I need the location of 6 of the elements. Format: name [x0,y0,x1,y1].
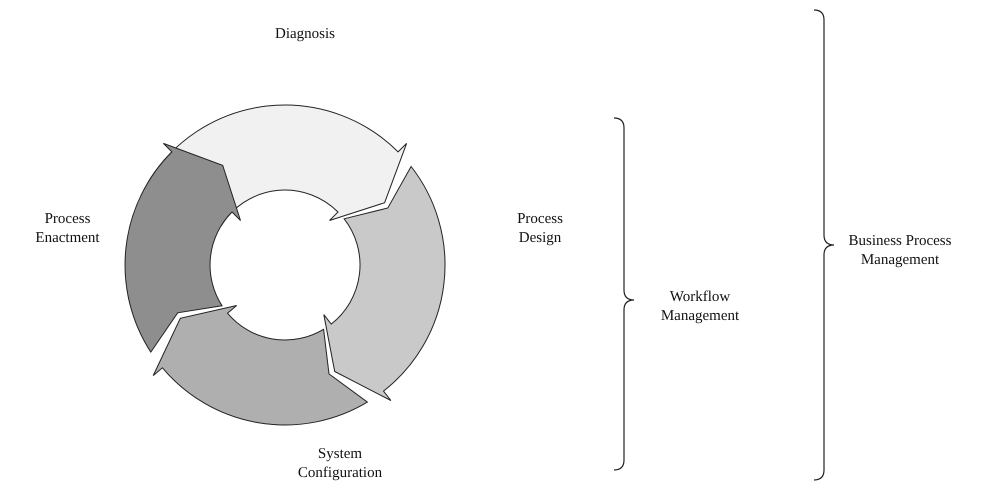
bracket-label: Business Process Management [848,232,952,270]
stage-label: Process Enactment [34,210,101,248]
stage-label: System Configuration [296,445,384,482]
stage-label: Diagnosis [274,25,336,44]
stage-label: Process Design [516,210,564,248]
bracket-label: Workflow Management [660,288,740,326]
